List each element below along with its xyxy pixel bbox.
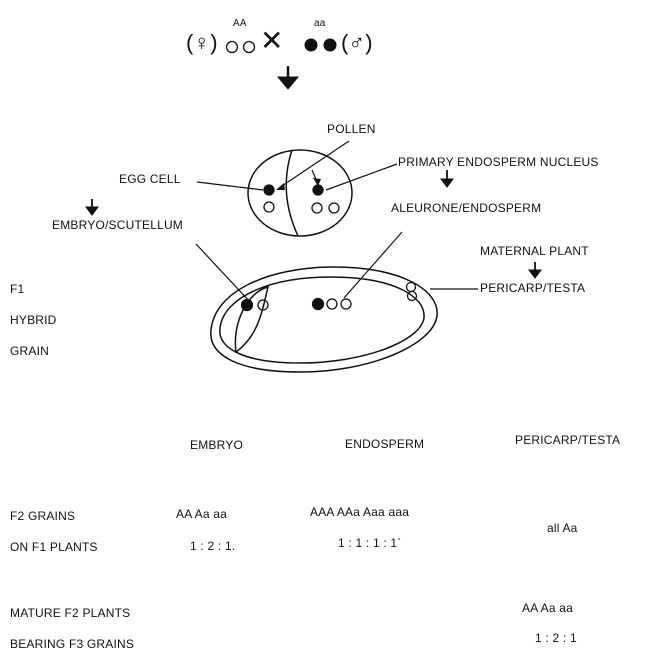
ovule-oval [248, 150, 352, 236]
label-pericarp-testa: PERICARP/TESTA [480, 281, 585, 295]
female-parent-circles [227, 42, 255, 53]
f2-ratio: 1 : 2 : 1 [535, 631, 577, 645]
male-symbol: (♂) [341, 30, 373, 56]
header-embryo: EMBRYO [190, 438, 243, 452]
male-genotype: aa [314, 18, 326, 29]
leader-lines [196, 164, 478, 303]
label-f1: F1 [10, 282, 24, 296]
label-embryo-scutellum: EMBRYO/SCUTELLUM [52, 218, 183, 232]
label-egg-cell: EGG CELL [119, 172, 181, 186]
row1-label-b: ON F1 PLANTS [10, 540, 98, 554]
header-endosperm: ENDOSPERM [345, 437, 424, 451]
pericarp-value: all Aa [547, 521, 578, 535]
embryo-ratio: 1 : 2 : 1. [190, 539, 235, 553]
row2-label-b: BEARING F3 GRAINS [10, 637, 134, 651]
grain-outline [211, 267, 437, 372]
row2-label-a: MATURE F2 PLANTS [10, 606, 130, 620]
female-genotype: AA [233, 18, 247, 29]
endosperm-genotypes: AAA AAa Aaa aaa [310, 505, 409, 519]
label-grain: GRAIN [10, 344, 49, 358]
male-parent-circles [305, 39, 337, 52]
label-hybrid: HYBRID [10, 313, 57, 327]
row1-label-a: F2 GRAINS [10, 509, 75, 523]
label-primary-endosperm-nucleus: PRIMARY ENDOSPERM NUCLEUS [398, 155, 599, 169]
cross-symbol: ✕ [260, 24, 284, 57]
label-maternal-plant: MATERNAL PLANT [480, 244, 589, 258]
header-pericarp-testa: PERICARP/TESTA [515, 433, 620, 447]
endosperm-ratio: 1 : 1 : 1 : 1` [338, 536, 402, 550]
label-aleurone-endosperm: ALEURONE/ENDOSPERM [391, 201, 541, 215]
f2-genotypes: AA Aa aa [522, 601, 573, 615]
female-symbol: (♀) [186, 30, 218, 56]
embryo-genotypes: AA Aa aa [176, 507, 227, 521]
label-pollen: POLLEN [327, 122, 376, 136]
cross-down-arrow [278, 66, 298, 89]
